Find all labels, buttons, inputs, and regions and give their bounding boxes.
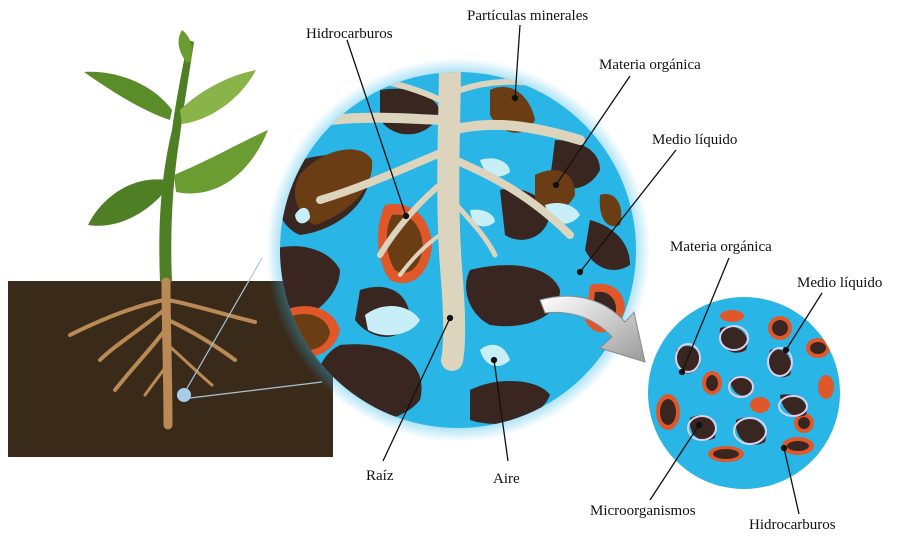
label-aire: Aire (493, 470, 520, 488)
label-medio-liquido-top: Medio líquido (652, 131, 737, 149)
leaf (180, 70, 256, 124)
label-microorganismos: Microorganismos (590, 502, 696, 520)
label-raiz: Raíz (366, 467, 394, 485)
leaf (174, 130, 268, 193)
label-medio-liquido-small: Medio líquido (797, 274, 882, 292)
label-hidrocarburos-top: Hidrocarburos (306, 25, 393, 43)
label-hidrocarburos-small: Hidrocarburos (749, 516, 836, 534)
label-materia-organica-small: Materia orgánica (670, 238, 772, 256)
zoom-point (177, 388, 191, 402)
leaf (84, 72, 172, 120)
microscopic-view (648, 297, 840, 489)
plant-stem (159, 40, 194, 282)
magnified-rhizosphere (266, 58, 650, 442)
label-particulas-minerales: Partículas minerales (467, 7, 588, 25)
leaf (88, 179, 166, 225)
label-materia-organica-top: Materia orgánica (599, 56, 701, 74)
leaf (179, 30, 192, 62)
